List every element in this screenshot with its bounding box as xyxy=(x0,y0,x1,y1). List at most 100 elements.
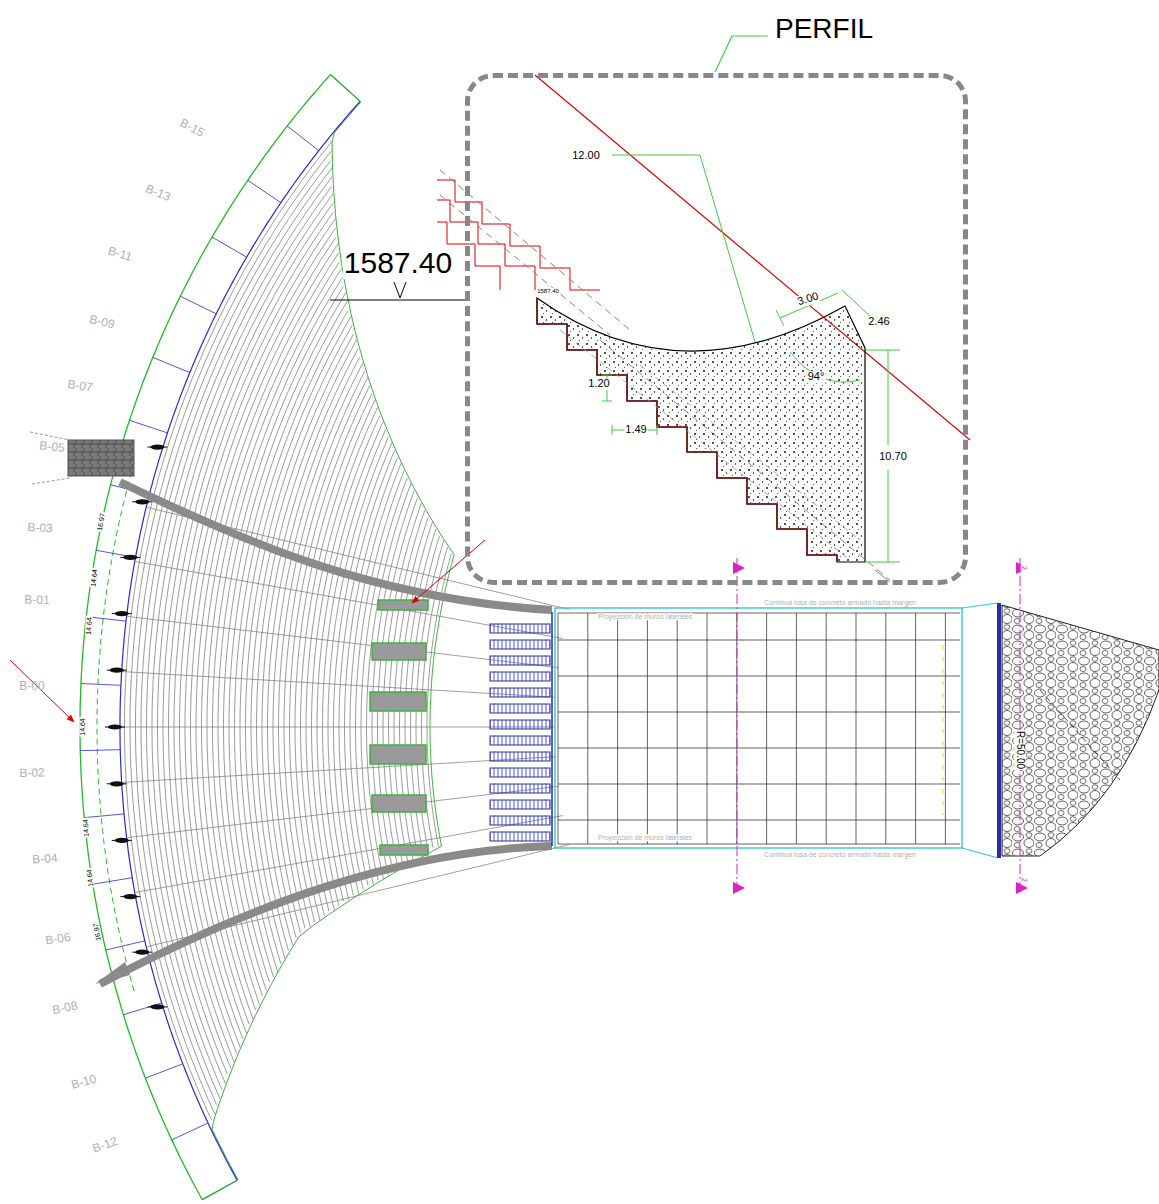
grid-line xyxy=(945,613,946,844)
block-joint xyxy=(80,749,120,751)
grid-line xyxy=(915,613,916,844)
block-joint xyxy=(145,1064,182,1078)
grid-line xyxy=(558,613,559,844)
pointer-arrow xyxy=(412,540,485,603)
riprap xyxy=(1002,605,1159,856)
length-label: 14.64 xyxy=(85,616,93,636)
stilling-basin xyxy=(555,608,962,848)
block-joint xyxy=(248,180,281,202)
drawing-line xyxy=(330,75,360,102)
baffle-block xyxy=(490,640,550,649)
grid-line xyxy=(558,676,960,677)
block-label: B-09 xyxy=(87,313,116,331)
grid-line xyxy=(677,613,678,844)
dimension-label: 1.49 xyxy=(624,424,647,436)
section-label: 2 xyxy=(1020,877,1027,883)
step-line xyxy=(323,429,386,901)
grid-line xyxy=(796,613,797,844)
grid-line xyxy=(707,613,708,844)
note-label: Continua losa de concreto armado hasta m… xyxy=(763,599,917,606)
note-label: Proyección de muros laterales xyxy=(597,613,693,620)
block-label: B-01 xyxy=(23,593,51,606)
step-line xyxy=(235,311,349,978)
length-label: 14.64 xyxy=(82,818,90,838)
angle-label: 94° xyxy=(807,371,826,383)
transition-line xyxy=(962,603,998,858)
step-line xyxy=(295,394,372,921)
step-line xyxy=(229,302,347,983)
step-line xyxy=(367,483,412,879)
step-line xyxy=(273,363,363,933)
gate-symbol xyxy=(112,613,132,614)
baffle-block xyxy=(490,800,550,809)
block-label: B-08 xyxy=(50,999,79,1017)
grid-line xyxy=(558,712,960,713)
step-line xyxy=(246,325,353,963)
block-label: B-02 xyxy=(18,766,46,779)
step-line xyxy=(334,442,393,895)
step-line xyxy=(268,357,360,937)
step-line xyxy=(361,478,407,880)
elevation-line xyxy=(330,300,468,301)
baffle-block xyxy=(490,784,550,793)
block-joint xyxy=(180,296,216,314)
step-line xyxy=(301,399,376,916)
grid-line xyxy=(885,613,886,844)
axis-line xyxy=(128,616,559,667)
gate-symbol xyxy=(112,840,132,841)
drawing-line xyxy=(202,1180,237,1199)
gate-symbol xyxy=(107,783,127,784)
baffle-block xyxy=(490,832,550,841)
joint-line xyxy=(943,645,944,815)
fan-weir xyxy=(80,75,569,1200)
block-joint xyxy=(93,878,132,884)
step-line xyxy=(257,340,357,951)
side-wall xyxy=(100,846,552,984)
step-line xyxy=(147,177,332,1089)
step-line xyxy=(174,219,336,1054)
profile-section xyxy=(437,75,970,582)
step-line xyxy=(312,416,380,910)
block-joint xyxy=(81,684,121,686)
block-label: B-13 xyxy=(143,182,173,204)
step-line xyxy=(251,334,354,959)
length-label: 14.64 xyxy=(85,868,94,888)
step-line xyxy=(378,498,418,871)
basin-outline xyxy=(555,608,962,848)
grid-line xyxy=(558,748,960,749)
step-line xyxy=(213,277,343,1004)
wall-tip xyxy=(95,962,130,984)
block-label: B-06 xyxy=(44,931,73,947)
elevation-mark xyxy=(394,282,406,298)
baffle-block xyxy=(490,624,550,633)
baffle-block xyxy=(490,720,550,729)
gate-symbol xyxy=(147,447,167,448)
crest-arc xyxy=(120,101,360,1180)
length-label: 16.97 xyxy=(96,512,107,533)
pointer-arrow xyxy=(10,660,74,722)
gate-symbol xyxy=(147,1006,167,1007)
axis-line xyxy=(128,786,559,837)
panel-heading: PERFIL xyxy=(775,15,873,43)
dimension-label: 12.00 xyxy=(571,150,601,162)
gate-symbol xyxy=(105,727,125,728)
dimension-label: 1.20 xyxy=(587,378,610,390)
step-line xyxy=(356,471,405,885)
grid-line xyxy=(558,820,960,821)
grid-line xyxy=(766,613,767,844)
block-joint xyxy=(129,420,167,433)
step-line xyxy=(372,491,414,875)
block-joint xyxy=(84,814,124,818)
baffle-block xyxy=(490,672,550,681)
step-line xyxy=(125,141,332,1120)
block-joint xyxy=(330,75,360,102)
apron-blocks xyxy=(370,600,428,855)
block-label: B-12 xyxy=(90,1134,120,1155)
block-label: B-07 xyxy=(66,378,95,395)
grid-line xyxy=(558,844,960,845)
baffle-block xyxy=(490,816,550,825)
gate-structure xyxy=(68,440,134,476)
baffle-block xyxy=(490,752,550,761)
step-line xyxy=(383,503,422,870)
grid-line xyxy=(587,613,588,844)
